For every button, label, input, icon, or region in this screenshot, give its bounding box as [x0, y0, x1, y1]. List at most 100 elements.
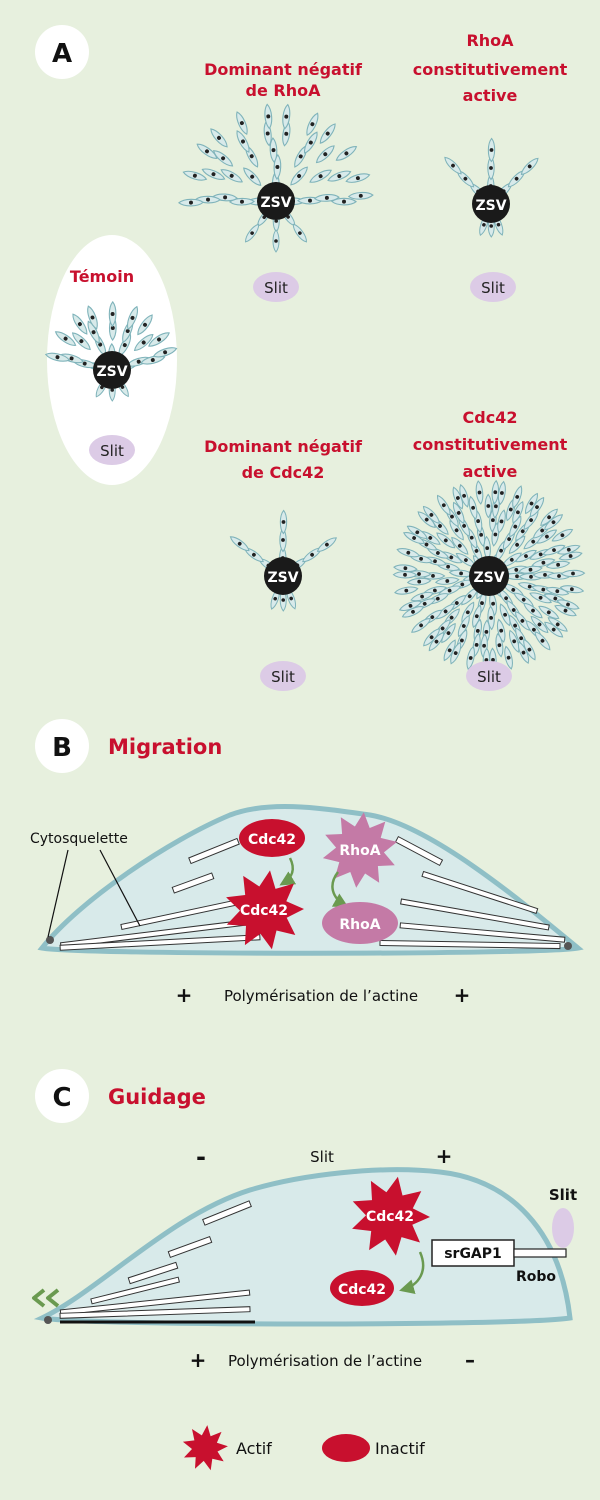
neuroblast-cell — [550, 526, 575, 545]
neuroblast-cell — [392, 570, 418, 579]
cdc42-ca-zsv-node — [469, 556, 509, 596]
panel-a: A Témoin ZSV Slit Dominant négatif de Rh… — [35, 25, 586, 691]
cdc42-active-c — [352, 1176, 430, 1256]
legend-active-label: Actif — [236, 1439, 272, 1458]
cdc42-ca-label-1: Cdc42 — [463, 408, 518, 427]
neuroblast-cell — [347, 191, 374, 201]
cdc42-inactive-b-label: Cdc42 — [248, 832, 296, 848]
control-slit-source — [89, 435, 135, 465]
neuroblast-cell — [272, 229, 280, 253]
neuroblast-cell — [395, 545, 421, 560]
neuroblast-cell — [313, 142, 337, 166]
actin-caption-c: Polymérisation de l’actine — [228, 1352, 422, 1370]
focal-adhesion-left — [46, 936, 54, 944]
cdc42-inactive-c — [330, 1270, 394, 1306]
neuroblast-cell — [233, 128, 253, 155]
neuroblast-cell — [290, 221, 310, 245]
neuroblast-cell — [242, 221, 262, 245]
neuroblast-cell — [178, 198, 204, 207]
guided-cell-body — [33, 1167, 573, 1327]
panel-c: C Guidage - Slit + Cdc42 Cdc42 srGAP1 Ro… — [32, 1069, 577, 1372]
cdc42-ca-condition: Cdc42 constitutivement active ZSV Slit — [392, 408, 586, 691]
inactivation-arrow-b — [331, 871, 349, 908]
neuroblast-cell — [331, 197, 357, 206]
cytoskeleton-label: Cytosquelette — [30, 831, 128, 847]
neuroblast-cell — [240, 165, 264, 189]
rhoa-ca-slit-label: Slit — [481, 279, 505, 297]
control-label: Témoin — [70, 267, 134, 286]
neuroblast-cell — [484, 493, 493, 519]
neuroblast-cell — [287, 164, 311, 188]
neuroblast-cell — [307, 166, 334, 186]
neuroblast-cell — [518, 155, 541, 178]
robo-receptor — [513, 1248, 567, 1258]
cdc42-active-b-label: Cdc42 — [240, 903, 288, 919]
rhoa-dn-label-2: de RhoA — [246, 81, 322, 100]
panel-b-badge — [35, 719, 89, 773]
rhoa-dn-zsv-label: ZSV — [260, 195, 291, 211]
sign-left-b: + — [176, 983, 193, 1007]
panel-b-title: Migration — [108, 735, 222, 759]
neuroblast-cell — [317, 121, 339, 146]
neuroblast-cell — [560, 569, 586, 578]
neuroblast-cell — [303, 111, 322, 138]
neuroblast-cell — [279, 509, 288, 535]
neuroblast-cell — [487, 137, 496, 163]
cdc42-dn-slit-source — [260, 661, 306, 691]
rhoa-dn-cell-cluster — [178, 103, 374, 253]
rhoa-dn-slit-source — [253, 272, 299, 302]
rhoa-dn-label-1: Dominant négatif — [204, 60, 363, 79]
rhoa-inactive-b — [322, 902, 398, 944]
actin-filaments-c — [59, 1200, 252, 1319]
rhoa-ca-label-3: active — [463, 86, 518, 105]
control-condition: Témoin ZSV Slit — [44, 235, 179, 485]
panel-a-letter: A — [52, 39, 72, 69]
cdc42-dn-label-2: de Cdc42 — [242, 463, 325, 482]
cdc42-dn-condition: Dominant négatif de Cdc42 ZSV Slit — [204, 437, 363, 691]
plus-sign-c: + — [436, 1144, 453, 1168]
activation-arrow-b — [279, 857, 297, 886]
neuroblast-cell — [474, 480, 485, 505]
cdc42-inactive-c-label: Cdc42 — [338, 1282, 386, 1298]
slit-ligand-c — [552, 1208, 574, 1248]
sign-right-b: + — [454, 983, 471, 1007]
rhoa-active-b — [322, 812, 398, 888]
cdc42-dn-zsv-node — [264, 557, 302, 595]
cdc42-ca-zsv-label: ZSV — [473, 570, 504, 586]
cdc42-ca-label-2: constitutivement — [413, 435, 568, 454]
panel-c-title: Guidage — [108, 1085, 206, 1109]
neuroblast-cell — [393, 563, 418, 573]
actin-filaments — [59, 835, 566, 951]
cdc42-dn-label-1: Dominant négatif — [204, 437, 363, 456]
cdc42-dn-slit-label: Slit — [271, 668, 295, 686]
neuroblast-cell — [434, 493, 454, 518]
cdc42-active-c-label: Cdc42 — [366, 1209, 414, 1225]
legend-inactive-label: Inactif — [375, 1439, 425, 1458]
neuroblast-cell — [466, 495, 480, 521]
rhoa-dn-zsv-node — [257, 182, 295, 220]
rhoa-inactive-b-label: RhoA — [339, 917, 380, 933]
neuroblast-cell — [496, 480, 508, 506]
inactivation-arrow-c — [399, 1251, 425, 1295]
sign-right-c: – — [465, 1348, 475, 1372]
neuroblast-cell — [108, 301, 117, 327]
neuroblast-cell — [409, 615, 433, 636]
cdc42-ca-label-3: active — [463, 462, 518, 481]
cytoskeleton-pointer-2 — [99, 849, 141, 927]
panel-b: B Migration Cytosquelette Cdc42 Cdc42 Rh… — [30, 719, 584, 1007]
rhoa-dn-slit-label: Slit — [264, 279, 288, 297]
sign-left-c: + — [190, 1348, 207, 1372]
control-zsv-label: ZSV — [96, 364, 127, 380]
rhoa-ca-slit-source — [470, 272, 516, 302]
actin-caption-b: Polymérisation de l’actine — [224, 987, 418, 1005]
neuroblast-cell — [393, 584, 419, 597]
rhoa-ca-label-1: RhoA — [466, 31, 514, 50]
panel-c-badge — [35, 1069, 89, 1123]
rhoa-ca-zsv-label: ZSV — [475, 198, 506, 214]
cdc42-ca-slit-label: Slit — [477, 668, 501, 686]
neuroblast-cell — [301, 129, 321, 156]
rhoa-ca-label-2: constitutivement — [413, 60, 568, 79]
focal-adhesion-right — [564, 942, 572, 950]
